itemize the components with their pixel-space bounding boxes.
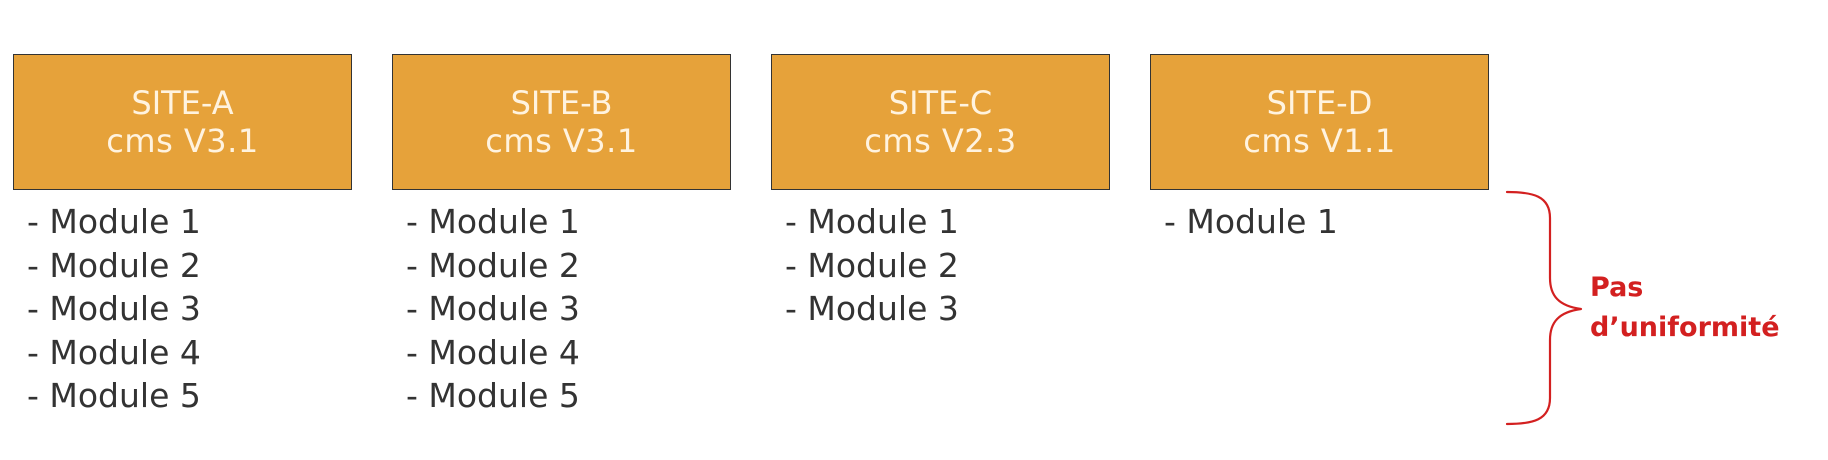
module-item: - Module 5 — [27, 376, 201, 415]
site-c-version: cms V2.3 — [864, 122, 1017, 160]
annotation-label: Pas d’uniformité — [1590, 268, 1780, 348]
module-item: - Module 2 — [785, 245, 959, 285]
module-item: - Module 5 — [406, 376, 580, 415]
site-c-module-list: - Module 1 - Module 2 - Module 3 — [785, 200, 959, 331]
site-d-name: SITE-D — [1266, 83, 1373, 122]
site-column-d: SITE-D cms V1.1 - Module 1 — [1150, 0, 1491, 460]
site-a-version: cms V3.1 — [106, 122, 259, 160]
module-item: - Module 2 — [27, 245, 201, 285]
module-item: - Module 1 — [406, 202, 580, 241]
site-a-name: SITE-A — [131, 83, 234, 122]
annotation-line-1: Pas — [1590, 272, 1644, 303]
site-column-b: SITE-B cms V3.1 - Module 1 - Module 2 - … — [392, 0, 733, 460]
site-c-name: SITE-C — [888, 83, 993, 122]
module-item: - Module 4 — [27, 332, 201, 372]
site-b-box: SITE-B cms V3.1 — [392, 54, 731, 190]
site-column-c: SITE-C cms V2.3 - Module 1 - Module 2 - … — [771, 0, 1112, 460]
annotation-line-2: d’uniformité — [1590, 312, 1780, 343]
module-item: - Module 1 — [27, 202, 201, 241]
site-a-box: SITE-A cms V3.1 — [13, 54, 352, 190]
module-item: - Module 1 — [1164, 202, 1338, 241]
site-d-module-list: - Module 1 — [1164, 200, 1338, 244]
module-item: - Module 3 — [27, 289, 201, 328]
site-column-a: SITE-A cms V3.1 - Module 1 - Module 2 - … — [13, 0, 354, 460]
module-item: - Module 3 — [785, 289, 959, 328]
module-item: - Module 2 — [406, 245, 580, 285]
site-b-name: SITE-B — [510, 83, 613, 122]
curly-brace-icon — [1505, 188, 1585, 428]
site-a-module-list: - Module 1 - Module 2 - Module 3 - Modul… — [27, 200, 201, 418]
module-item: - Module 1 — [785, 202, 959, 241]
site-d-version: cms V1.1 — [1243, 122, 1396, 160]
site-b-version: cms V3.1 — [485, 122, 638, 160]
module-item: - Module 4 — [406, 332, 580, 372]
site-d-box: SITE-D cms V1.1 — [1150, 54, 1489, 190]
module-item: - Module 3 — [406, 289, 580, 328]
site-c-box: SITE-C cms V2.3 — [771, 54, 1110, 190]
site-b-module-list: - Module 1 - Module 2 - Module 3 - Modul… — [406, 200, 580, 418]
